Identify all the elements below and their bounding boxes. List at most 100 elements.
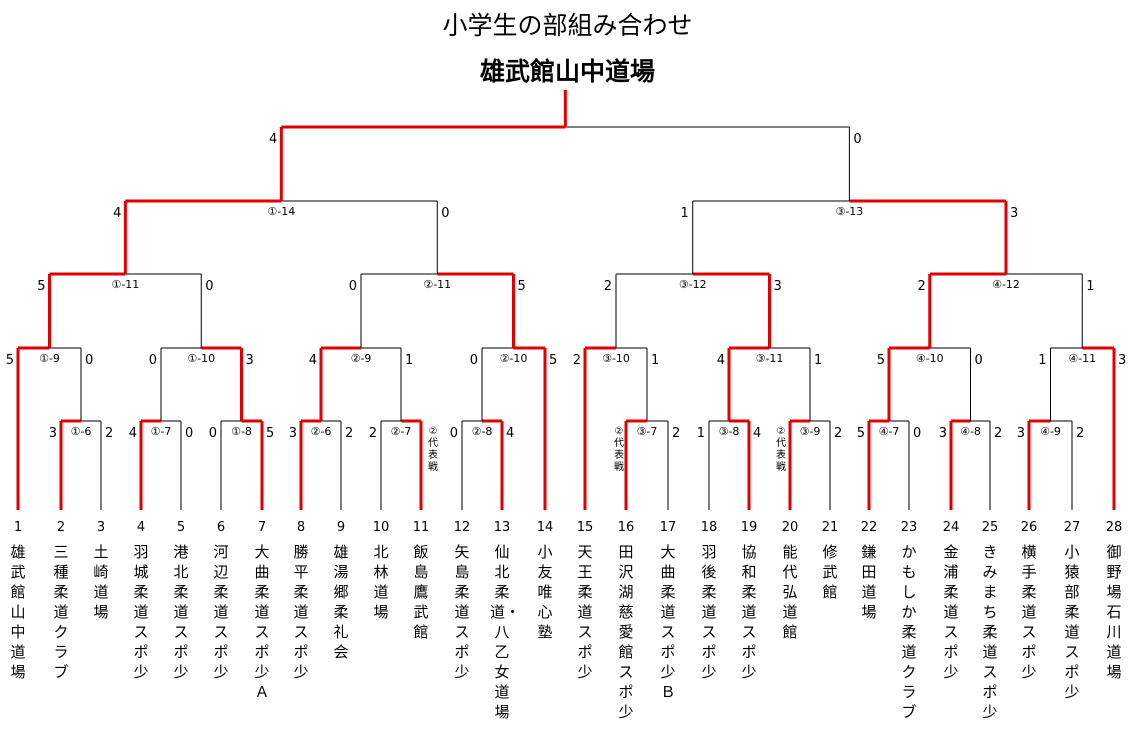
team-name: 勝平柔道スポ少	[293, 543, 309, 681]
match-1-14-id: ①-14	[267, 205, 295, 218]
team-name: 羽後柔道スポ少	[701, 543, 717, 681]
team-name: 羽城柔道スポ少	[133, 543, 149, 681]
team-number: 11	[412, 520, 430, 535]
match-final-left-score: 4	[269, 132, 277, 147]
match-4-11-right-score: 3	[1118, 353, 1126, 368]
match-1-10-right-score: 3	[246, 353, 254, 368]
team-number: 22	[860, 520, 878, 535]
match-4-8-right-score: 2	[994, 426, 1002, 441]
match-4-12-left-score: 2	[917, 279, 925, 294]
team-name: 港北柔道スポ少	[173, 543, 189, 681]
representative-match-label: ②代表戦	[614, 426, 624, 473]
match-1-8-id: ①-8	[231, 425, 252, 438]
match-2-10-left-score: 0	[470, 353, 478, 368]
team-number: 21	[821, 520, 839, 535]
match-1-7-id: ①-7	[151, 425, 172, 438]
match-4-12-id: ④-12	[992, 278, 1020, 291]
team-10: 10 北林道場	[369, 518, 393, 622]
team-number: 10	[372, 520, 390, 535]
match-4-10-id: ④-10	[916, 352, 944, 365]
match-4-11-id: ④-11	[1068, 352, 1096, 365]
team-number: 25	[981, 520, 999, 535]
match-2-6-left-score: 3	[289, 426, 297, 441]
match-2-9-id: ②-9	[351, 352, 372, 365]
team-22: 22 鎌田道場	[857, 518, 881, 622]
match-2-7-left-score: 2	[369, 426, 377, 441]
team-number: 4	[136, 520, 146, 535]
match-4-7-id: ④-7	[879, 425, 900, 438]
team-name: 御野場石川道場	[1106, 543, 1122, 681]
match-3-13-id: ③-13	[835, 205, 863, 218]
match-3-8-left-score: 1	[697, 426, 705, 441]
team-name: 田沢湖慈愛館スポ少	[618, 543, 634, 721]
team-name: 鎌田道場	[861, 543, 877, 621]
match-2-6-id: ②-6	[311, 425, 332, 438]
team-name: 雄湯郷柔礼会	[333, 543, 349, 661]
match-2-8-right-score: 4	[506, 426, 514, 441]
match-3-13-left-score: 1	[680, 206, 688, 221]
team-number: 26	[1020, 520, 1038, 535]
match-3-10-left-score: 2	[573, 353, 581, 368]
match-3-10-right-score: 1	[651, 353, 659, 368]
match-2-10-right-score: 5	[549, 353, 557, 368]
match-3-13-right-score: 3	[1010, 206, 1018, 221]
team-number: 20	[781, 520, 799, 535]
match-4-10-right-score: 0	[975, 353, 983, 368]
team-25: 25 きみまち柔道スポ少	[978, 518, 1002, 722]
team-name: 修武館	[822, 543, 838, 601]
match-2-10-id: ②-10	[500, 352, 528, 365]
team-number: 19	[740, 520, 758, 535]
match-4-12-right-score: 1	[1086, 279, 1094, 294]
match-1-10-left-score: 0	[149, 353, 157, 368]
team-number: 12	[453, 520, 471, 535]
team-name: かもしか柔道クラブ	[901, 543, 917, 721]
match-2-9-right-score: 1	[405, 353, 413, 368]
team-number: 24	[942, 520, 960, 535]
team-number: 16	[617, 520, 635, 535]
match-1-14-right-score: 0	[441, 206, 449, 221]
match-4-9-left-score: 3	[1017, 426, 1025, 441]
team-name: 天王柔道スポ少	[577, 543, 593, 681]
team-number: 14	[536, 520, 554, 535]
match-1-9-left-score: 5	[6, 353, 14, 368]
match-3-12-left-score: 2	[604, 279, 612, 294]
match-2-11-id: ②-11	[423, 278, 451, 291]
team-number: 1	[13, 520, 23, 535]
match-4-7-right-score: 0	[913, 426, 921, 441]
match-1-8-right-score: 5	[266, 426, 274, 441]
team-number: 15	[576, 520, 594, 535]
team-name: 河辺柔道スポ少	[213, 543, 229, 681]
match-1-7-right-score: 0	[185, 426, 193, 441]
match-4-8-left-score: 3	[939, 426, 947, 441]
match-1-7-left-score: 4	[129, 426, 137, 441]
team-number: 23	[900, 520, 918, 535]
team-name: 大曲柔道スポ少Ａ	[254, 543, 270, 701]
team-number: 13	[493, 520, 511, 535]
match-2-8-id: ②-8	[472, 425, 493, 438]
match-4-10-left-score: 5	[877, 353, 885, 368]
team-name: きみまち柔道スポ少	[982, 543, 998, 721]
team-name: 北林道場	[373, 543, 389, 621]
match-2-7-id: ②-7	[391, 425, 412, 438]
team-number: 2	[56, 520, 66, 535]
match-1-6-left-score: 3	[49, 426, 57, 441]
match-3-11-right-score: 1	[814, 353, 822, 368]
match-3-12-right-score: 3	[774, 279, 782, 294]
match-1-8-left-score: 0	[209, 426, 217, 441]
match-2-11-left-score: 0	[349, 279, 357, 294]
match-2-11-right-score: 5	[518, 279, 526, 294]
team-name: 小友唯心塾	[537, 543, 553, 641]
